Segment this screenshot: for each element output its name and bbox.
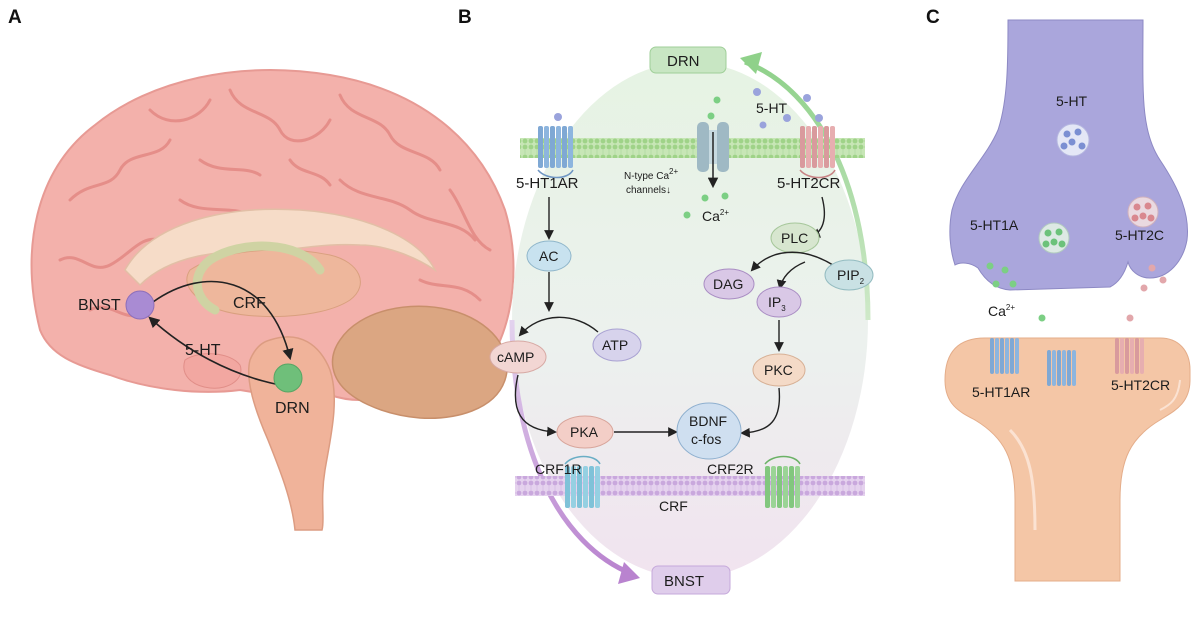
pip-to-ip-arrow (776, 261, 806, 290)
pkc-node (752, 353, 806, 387)
cell-oval (512, 62, 868, 578)
atp-label: ATP (602, 337, 628, 353)
ht2cr-receptor-top (799, 126, 836, 179)
top-membrane (520, 138, 865, 158)
pip-label: PIP2 (837, 267, 865, 286)
ac-label: AC (539, 248, 558, 264)
camp-node (489, 340, 547, 374)
ip3-node (756, 286, 802, 318)
panel-b-bnst-label: BNST (664, 573, 704, 590)
fornix (192, 241, 325, 315)
panel-b-ht-label: 5-HT (756, 100, 788, 116)
panel-c-ht-label: 5-HT (1056, 93, 1088, 109)
cleft-ca-dots (986, 262, 1046, 322)
drn-node (273, 363, 303, 393)
postsynaptic-terminal (944, 337, 1191, 582)
panel-a-crf-label: CRF (233, 295, 266, 312)
panel-a-bnst-label: BNST (78, 297, 121, 314)
panel-b-drn-label: DRN (667, 53, 700, 70)
bdnf-label: BDNF (689, 413, 727, 429)
plc-label: PLC (781, 230, 808, 246)
ntype-label-line1: N-type Ca2+ (624, 167, 678, 182)
bdnf-node (676, 402, 742, 460)
ht-arrow (148, 316, 281, 386)
vesicle-right (1127, 196, 1159, 228)
ht1ar-receptor-top (537, 126, 574, 179)
ht1ar-receptor-c2 (1047, 350, 1076, 386)
ip3-label: IP3 (768, 294, 786, 313)
pka-node (556, 415, 614, 449)
panel-c-synapse: 5-HT 5-HT1A 5-HT2C Ca2+ 5-HT1 (944, 19, 1191, 582)
crf1r-receptor (564, 455, 601, 508)
ht2cr-receptor-c (1115, 338, 1144, 374)
cerebellum (331, 305, 508, 419)
panel-letter-c: C (926, 7, 940, 28)
crf-arrow (152, 280, 294, 361)
brainstem (247, 336, 335, 531)
bnst-box (651, 565, 731, 595)
panel-a-drn-label: DRN (275, 400, 310, 417)
panel-b-ht2cr-label: 5-HT2CR (777, 175, 841, 192)
panel-b-ca-label: Ca2+ (702, 208, 729, 224)
panel-a-brain: BNST CRF 5-HT DRN (30, 69, 515, 531)
pip-curve-arrow (750, 251, 834, 272)
crf2r-receptor (764, 455, 801, 508)
atp-curve-arrow (518, 316, 599, 337)
vesicle-left (1038, 222, 1070, 254)
panel-b-crf-label: CRF (659, 498, 688, 514)
panel-c-ht1ar-label: 5-HT1AR (972, 384, 1030, 400)
panel-c-ht2c-label: 5-HT2C (1115, 227, 1164, 243)
arrow-camp-pka (514, 374, 557, 437)
ac-node (526, 240, 572, 272)
panel-letter-b: B (458, 7, 472, 28)
dag-label: DAG (713, 276, 743, 292)
purple-arc-head (618, 562, 640, 584)
panel-c-ht2cr-label: 5-HT2CR (1111, 377, 1170, 393)
green-arc-head (740, 52, 762, 74)
ntype-label-line2: channels↓ (626, 185, 671, 196)
panel-b-signaling: DRN BNST (489, 46, 874, 595)
ca-dots (683, 96, 729, 219)
panel-c-ca-label: Ca2+ (988, 303, 1015, 319)
cfos-label: c-fos (691, 431, 721, 447)
dag-node (703, 268, 755, 300)
ht1ar-receptor-c1 (990, 338, 1019, 374)
ht-molecule (554, 113, 562, 121)
arrow-pkc-bdnf (740, 387, 781, 438)
ht-dots (753, 88, 823, 129)
bnst-node (125, 290, 155, 320)
panel-a-ht-label: 5-HT (185, 342, 221, 359)
cortex-gyri (58, 88, 492, 318)
crf1r-label: CRF1R (535, 461, 582, 477)
hypothalamus (183, 353, 242, 389)
drn-box (649, 46, 727, 74)
pka-label: PKA (570, 424, 599, 440)
pip-node (824, 259, 874, 291)
atp-node (592, 328, 642, 362)
camp-label: cAMP (497, 349, 534, 365)
pkc-label: PKC (764, 362, 793, 378)
crf2r-label: CRF2R (707, 461, 754, 477)
panel-b-ht1ar-label: 5-HT1AR (516, 175, 579, 192)
cleft-ht-dots (1126, 264, 1167, 322)
panel-letter-a: A (8, 7, 22, 28)
panel-c-ht1a-label: 5-HT1A (970, 217, 1019, 233)
